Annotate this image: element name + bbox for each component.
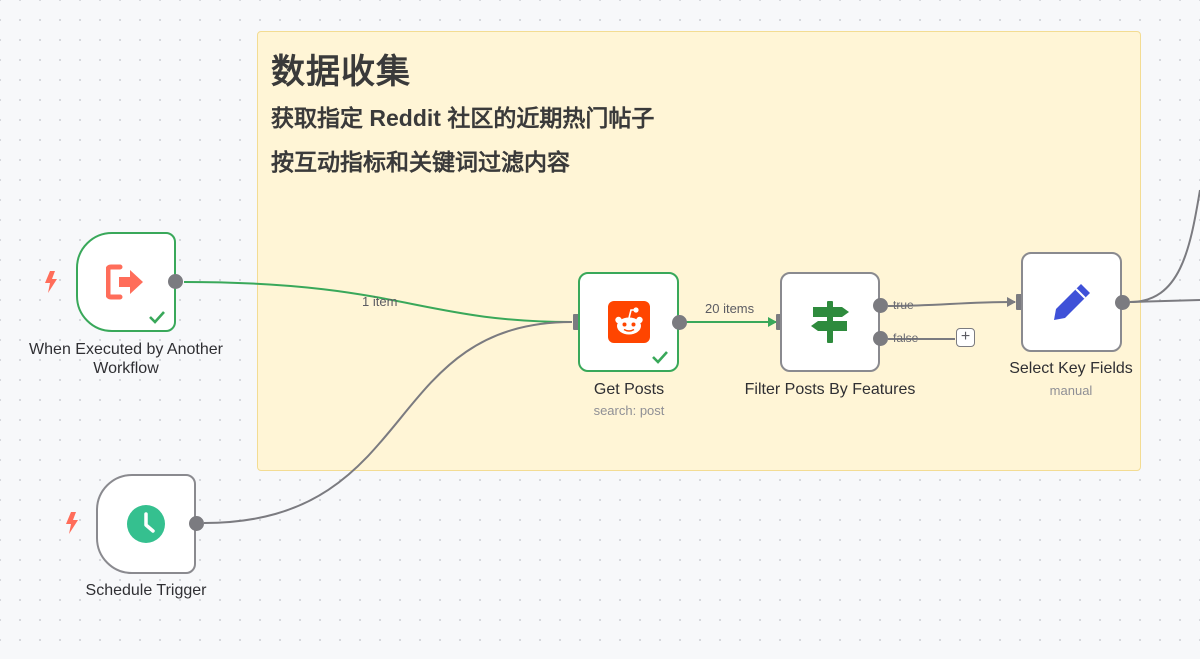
reddit-icon <box>607 301 650 343</box>
connection-trigger-to-get-posts[interactable] <box>183 281 573 323</box>
input-port[interactable] <box>776 314 783 330</box>
connection-select-outgoing-2[interactable] <box>1129 299 1200 303</box>
node-get-posts[interactable] <box>578 272 679 372</box>
sticky-note-line-2: 按互动指标和关键词过滤内容 <box>271 149 570 175</box>
node-label-schedule-trigger: Schedule Trigger <box>85 582 207 599</box>
trigger-bolt-icon <box>45 271 57 293</box>
success-check-icon <box>652 351 668 364</box>
output-label-true: true <box>893 298 914 312</box>
signpost-icon <box>811 301 849 343</box>
output-port[interactable] <box>189 516 204 531</box>
output-port-false[interactable] <box>873 331 888 346</box>
output-port[interactable] <box>168 274 183 289</box>
sticky-note-title: 数据收集 <box>271 53 411 91</box>
node-when-executed[interactable] <box>76 232 176 332</box>
node-schedule-trigger[interactable] <box>96 474 196 574</box>
node-label-filter-posts: Filter Posts By Features <box>744 381 916 398</box>
success-check-icon <box>149 311 165 324</box>
sticky-note[interactable]: 数据收集 获取指定 Reddit 社区的近期热门帖子 按互动指标和关键词过滤内容 <box>257 31 1141 471</box>
output-port-true[interactable] <box>873 298 888 313</box>
connection-schedule-to-get-posts[interactable] <box>203 321 573 524</box>
connection-arrow-head <box>768 317 777 327</box>
node-label-select-fields: Select Key Fields <box>1009 360 1133 377</box>
connection-select-outgoing-1[interactable] <box>1129 189 1200 303</box>
output-port[interactable] <box>1115 295 1130 310</box>
node-label-when-executed: When Executed by Another Workflow <box>29 341 223 377</box>
clock-icon <box>127 505 165 543</box>
trigger-bolt-icon <box>66 512 78 534</box>
node-subtitle-select-fields: manual <box>1049 383 1093 398</box>
node-subtitle-get-posts: search: post <box>593 403 665 418</box>
add-node-button[interactable]: + <box>956 328 975 347</box>
sign-in-arrow-icon <box>106 264 143 300</box>
node-filter-posts[interactable] <box>780 272 880 372</box>
node-label-get-posts: Get Posts <box>593 381 665 398</box>
input-port[interactable] <box>1016 294 1023 310</box>
edge-label-items: 1 item <box>362 294 398 309</box>
sticky-note-line-1: 获取指定 Reddit 社区的近期热门帖子 <box>271 105 655 131</box>
edge-label-items: 20 items <box>705 301 755 316</box>
output-label-false: false <box>893 331 919 345</box>
input-port[interactable] <box>573 314 580 330</box>
node-select-fields[interactable] <box>1021 252 1122 352</box>
pencil-icon <box>1053 284 1090 320</box>
connection-arrow-head <box>1007 297 1016 307</box>
output-port[interactable] <box>672 315 687 330</box>
connection-filter-true-to-select[interactable] <box>887 301 1016 307</box>
